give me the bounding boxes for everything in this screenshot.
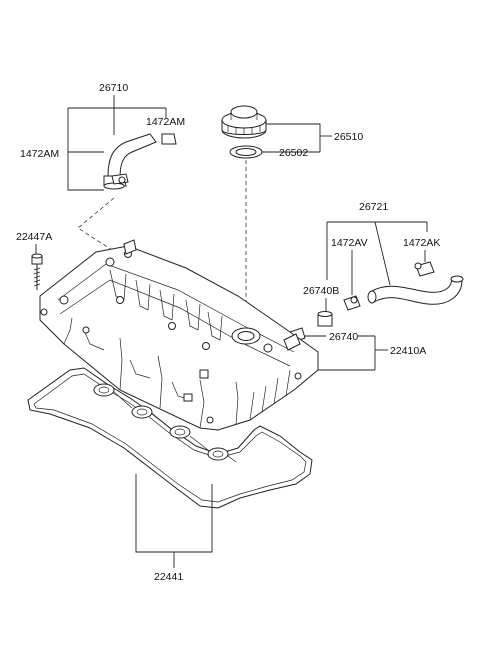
plug-seal-icon: [207, 447, 229, 461]
clamp-icon: [414, 261, 435, 277]
label-1472AM-right: 1472AM: [146, 116, 185, 128]
hose-icon: [367, 275, 464, 305]
label-26710: 26710: [99, 82, 128, 94]
clamp-icon: [343, 295, 361, 311]
label-22410A: 22410A: [390, 345, 426, 357]
gasket-ring-icon: [229, 145, 263, 159]
bolt-icon: [31, 253, 43, 290]
bolt-group: 22447A: [16, 231, 52, 290]
valve-cover-icon: [39, 239, 319, 431]
cap-icon: [221, 105, 267, 139]
label-22441: 22441: [154, 571, 183, 583]
label-26740B: 26740B: [303, 285, 339, 297]
plug-seal-icon: [131, 405, 153, 419]
clamp-icon: [161, 133, 177, 145]
label-1472AM-left: 1472AM: [20, 148, 59, 160]
label-26721: 26721: [359, 201, 388, 213]
pcv-hose-group: 26721 1472AV 1472AK 26740B 26740: [283, 201, 464, 371]
plug-seal-icon: [93, 383, 115, 397]
label-26510: 26510: [334, 131, 363, 143]
hose-icon: [103, 133, 157, 190]
label-26740: 26740: [329, 331, 358, 343]
oil-filler-cap-group: 26510 26502: [221, 105, 363, 330]
label-1472AV: 1472AV: [331, 237, 368, 249]
breather-hose-group: 26710 1472AM 1472AM: [20, 82, 185, 251]
label-22447A: 22447A: [16, 231, 52, 243]
grommet-icon: [317, 311, 333, 327]
label-1472AK: 1472AK: [403, 237, 440, 249]
plug-seal-icon: [169, 425, 191, 439]
label-26502: 26502: [279, 147, 308, 159]
gasket-icon: [27, 367, 313, 509]
clamp-icon: [111, 173, 129, 185]
